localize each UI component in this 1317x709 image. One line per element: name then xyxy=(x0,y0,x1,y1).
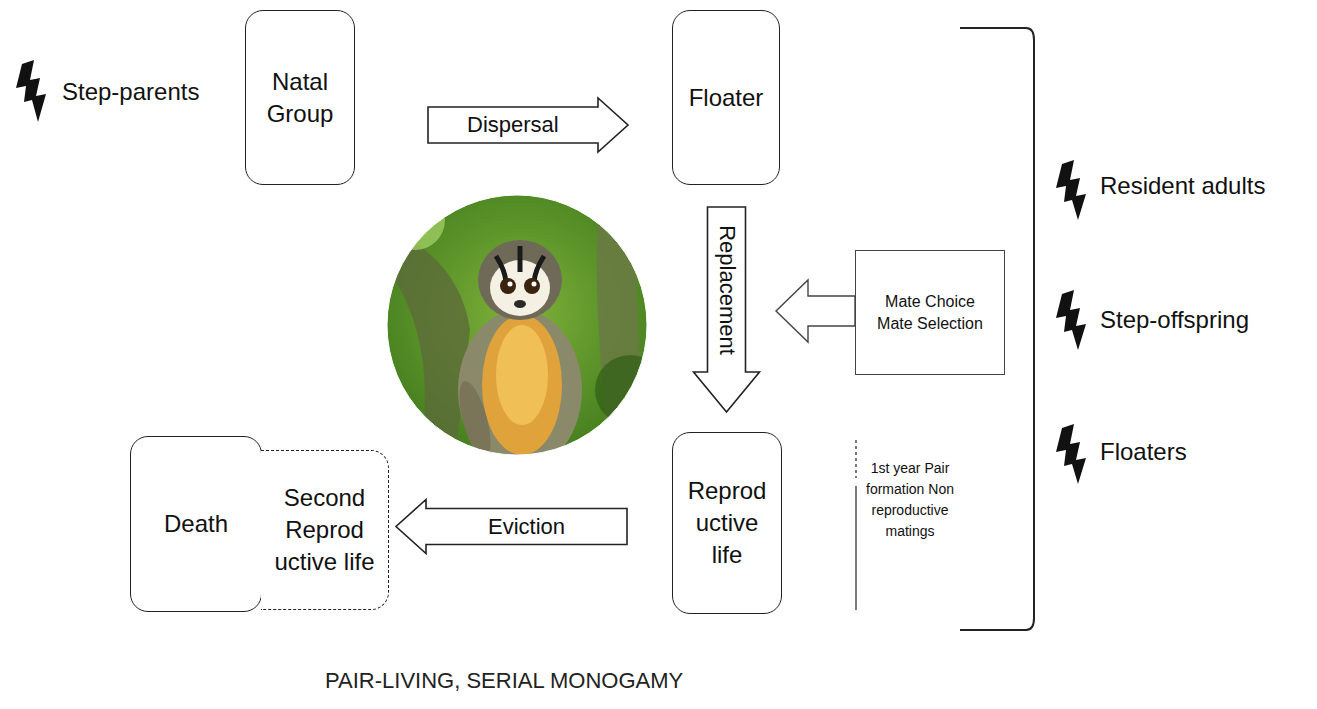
influence-label: Step-parents xyxy=(62,78,199,106)
influence-arrow xyxy=(776,280,855,342)
node-text: Floater xyxy=(689,82,764,114)
terminal-box: Death xyxy=(130,436,262,612)
note-box: Mate Choice Mate Selection xyxy=(855,250,1005,375)
node-text: Mate Choice Mate Selection xyxy=(866,291,994,333)
block-arrow xyxy=(428,98,628,152)
node-text: Reprod uctive life xyxy=(683,475,771,570)
process-box: Floater xyxy=(672,10,780,185)
influence-label: Floaters xyxy=(1100,438,1187,466)
arrow-label: Replacement xyxy=(713,223,739,357)
node-text: Second Reprod uctive life xyxy=(271,482,378,577)
node-text: Death xyxy=(164,508,228,540)
node-text: Natal Group xyxy=(256,66,344,129)
photo-frame xyxy=(387,195,647,455)
optional-box: Second Reprod uctive life xyxy=(261,450,389,610)
process-box: Natal Group xyxy=(245,10,355,185)
lightning-icons xyxy=(16,60,1086,484)
block-arrow xyxy=(694,207,760,412)
note-text: 1st year Pair formation Non reproductive… xyxy=(862,458,958,542)
arrow-label: Eviction xyxy=(486,514,567,540)
caption: PAIR-LIVING, SERIAL MONOGAMY xyxy=(325,668,683,694)
block-arrow xyxy=(396,500,627,554)
monkey-photo xyxy=(380,190,665,470)
influence-label: Step-offspring xyxy=(1100,306,1249,334)
influence-label: Resident adults xyxy=(1100,172,1265,200)
process-box: Reprod uctive life xyxy=(672,432,782,614)
solid-separator xyxy=(855,486,856,610)
arrow-label: Dispersal xyxy=(465,112,561,138)
dashed-separator xyxy=(855,440,856,478)
